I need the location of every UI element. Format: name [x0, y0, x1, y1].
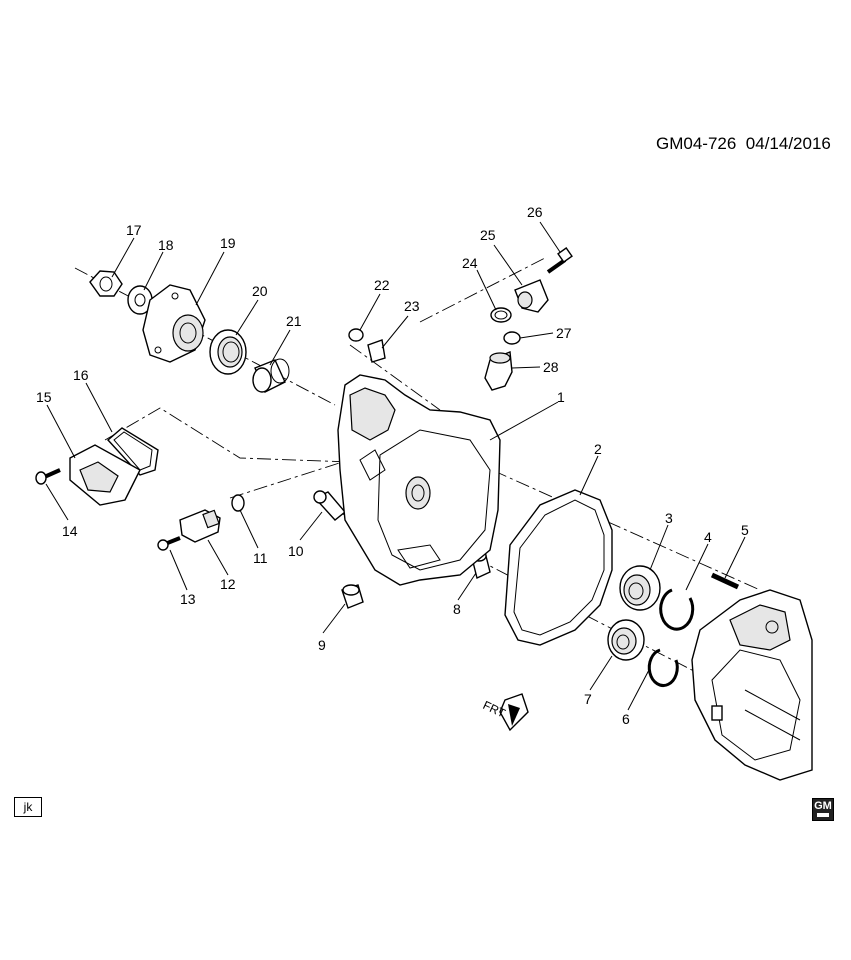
part-9-plug[interactable] [341, 584, 364, 609]
callout-9: 9 [318, 637, 326, 653]
callout-21: 21 [286, 313, 302, 329]
part-17-nut[interactable] [89, 270, 123, 297]
part-25-sensor-housing[interactable] [514, 279, 549, 313]
callout-10: 10 [288, 543, 304, 559]
part-27-o-ring[interactable] [503, 331, 521, 345]
callout-labels: 1 2 3 4 5 6 7 8 9 10 11 12 13 14 15 16 1… [36, 204, 749, 727]
part-15-cover[interactable] [69, 444, 141, 506]
callout-leaders [45, 221, 746, 711]
part-14-bolt[interactable] [35, 468, 61, 485]
part-4-snap-ring[interactable] [659, 588, 695, 631]
diagram-reference: GM04-726 04/14/2016 [656, 134, 831, 154]
callout-16: 16 [73, 367, 89, 383]
callout-26: 26 [527, 204, 543, 220]
callout-27: 27 [556, 325, 572, 341]
part-7-bearing[interactable] [607, 619, 645, 661]
part-20-seal[interactable] [209, 329, 247, 375]
gm-logo-bar [817, 813, 829, 817]
callout-14: 14 [62, 523, 78, 539]
part-23-bracket[interactable] [367, 339, 386, 363]
part-13-bolt[interactable] [157, 536, 181, 551]
callout-3: 3 [665, 510, 673, 526]
part-2-gasket[interactable] [504, 489, 613, 646]
callout-13: 13 [180, 591, 196, 607]
part-6-snap-ring[interactable] [647, 648, 679, 687]
reference-date: 04/14/2016 [745, 134, 831, 153]
part-12-speed-sensor[interactable] [179, 509, 221, 543]
part-22-plug[interactable] [348, 328, 364, 342]
part-26-bolt[interactable] [546, 247, 573, 274]
callout-19: 19 [220, 235, 236, 251]
callout-6: 6 [622, 711, 630, 727]
front-direction-indicator: FRT [481, 693, 529, 732]
callout-12: 12 [220, 576, 236, 592]
part-18-washer[interactable] [127, 285, 153, 315]
initials-stamp: jk [14, 797, 42, 817]
part-5-stud[interactable] [710, 572, 740, 590]
callout-4: 4 [704, 529, 712, 545]
part-24-o-ring[interactable] [490, 307, 512, 323]
reference-code: GM04-726 [656, 134, 737, 153]
part-1-case-housing[interactable] [337, 374, 501, 586]
gm-logo: GM [812, 798, 834, 821]
callout-25: 25 [480, 227, 496, 243]
callout-28: 28 [543, 359, 559, 375]
part-21-bearing[interactable] [252, 358, 290, 393]
callout-22: 22 [374, 277, 390, 293]
callout-5: 5 [741, 522, 749, 538]
part-3-bearing[interactable] [619, 565, 661, 611]
callout-8: 8 [453, 601, 461, 617]
gm-logo-text: GM [814, 800, 832, 812]
part-19-output-flange[interactable] [142, 284, 206, 363]
callout-24: 24 [462, 255, 478, 271]
part-28-sensor[interactable] [484, 351, 513, 391]
callout-7: 7 [584, 691, 592, 707]
callout-18: 18 [158, 237, 174, 253]
callout-1: 1 [557, 389, 565, 405]
callout-20: 20 [252, 283, 268, 299]
callout-11: 11 [253, 550, 268, 566]
callout-17: 17 [126, 222, 142, 238]
callout-23: 23 [404, 298, 420, 314]
part-11-o-ring[interactable] [231, 494, 245, 512]
callout-15: 15 [36, 389, 52, 405]
callout-2: 2 [594, 441, 602, 457]
transmission-housing [691, 589, 813, 781]
